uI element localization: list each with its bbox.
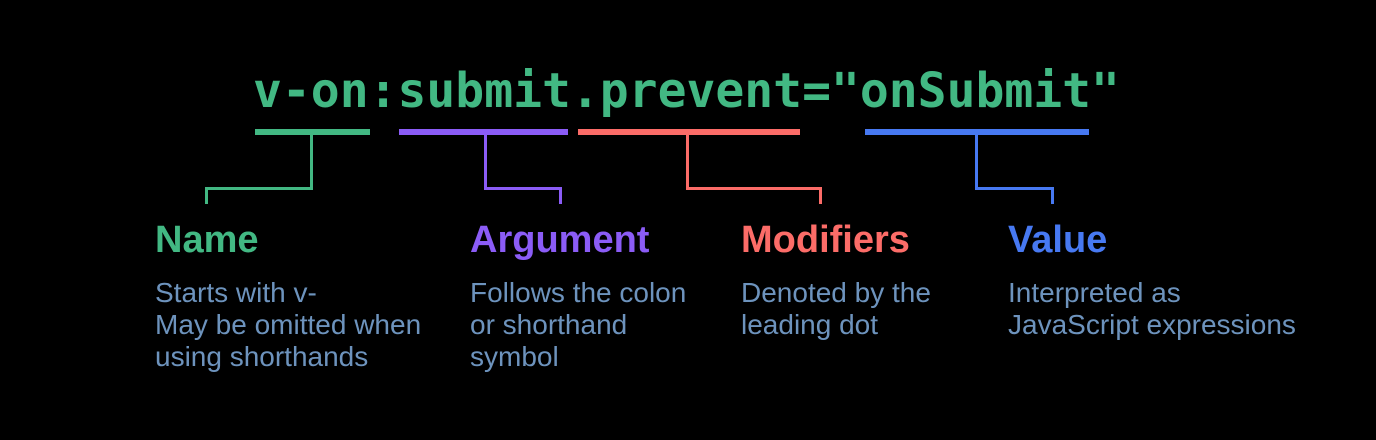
annotation-label-name: Name (155, 219, 259, 261)
connector-drop-argument (484, 135, 487, 190)
annotation-label-value: Value (1008, 219, 1108, 261)
annotation-description-value: Interpreted as JavaScript expressions (1008, 277, 1296, 341)
connector-drop-modifiers (686, 135, 689, 190)
description-line: JavaScript expressions (1008, 309, 1296, 340)
annotation-label-argument: Argument (470, 219, 650, 261)
description-line: using shorthands (155, 341, 369, 372)
description-line: or shorthand (470, 309, 628, 340)
connector-jog-name (205, 187, 313, 190)
description-line: Follows the colon (470, 277, 687, 308)
connector-jog-modifiers (686, 187, 822, 190)
connector-tail-argument (559, 187, 562, 204)
description-line: Interpreted as (1008, 277, 1181, 308)
connector-drop-name (310, 135, 313, 190)
connector-tail-value (1051, 187, 1054, 204)
description-line: leading dot (741, 309, 879, 340)
description-line: Starts with v- (155, 277, 317, 308)
connector-drop-value (975, 135, 978, 190)
description-line: symbol (470, 341, 559, 372)
description-line: Denoted by the (741, 277, 931, 308)
token-underline-argument (399, 129, 568, 135)
token-underline-modifiers (578, 129, 800, 135)
connector-tail-modifiers (819, 187, 822, 204)
connector-jog-value (975, 187, 1054, 190)
annotation-description-name: Starts with v- May be omitted when using… (155, 277, 421, 373)
connector-tail-name (205, 187, 208, 204)
connector-jog-argument (484, 187, 562, 190)
annotation-label-modifiers: Modifiers (741, 219, 910, 261)
token-underline-value (865, 129, 1089, 135)
token-underline-name (255, 129, 370, 135)
annotation-description-argument: Follows the colon or shorthand symbol (470, 277, 686, 373)
annotation-description-modifiers: Denoted by the leading dot (741, 277, 931, 341)
code-snippet: v-on:submit.prevent="onSubmit" (253, 63, 1120, 119)
description-line: May be omitted when (155, 309, 422, 340)
